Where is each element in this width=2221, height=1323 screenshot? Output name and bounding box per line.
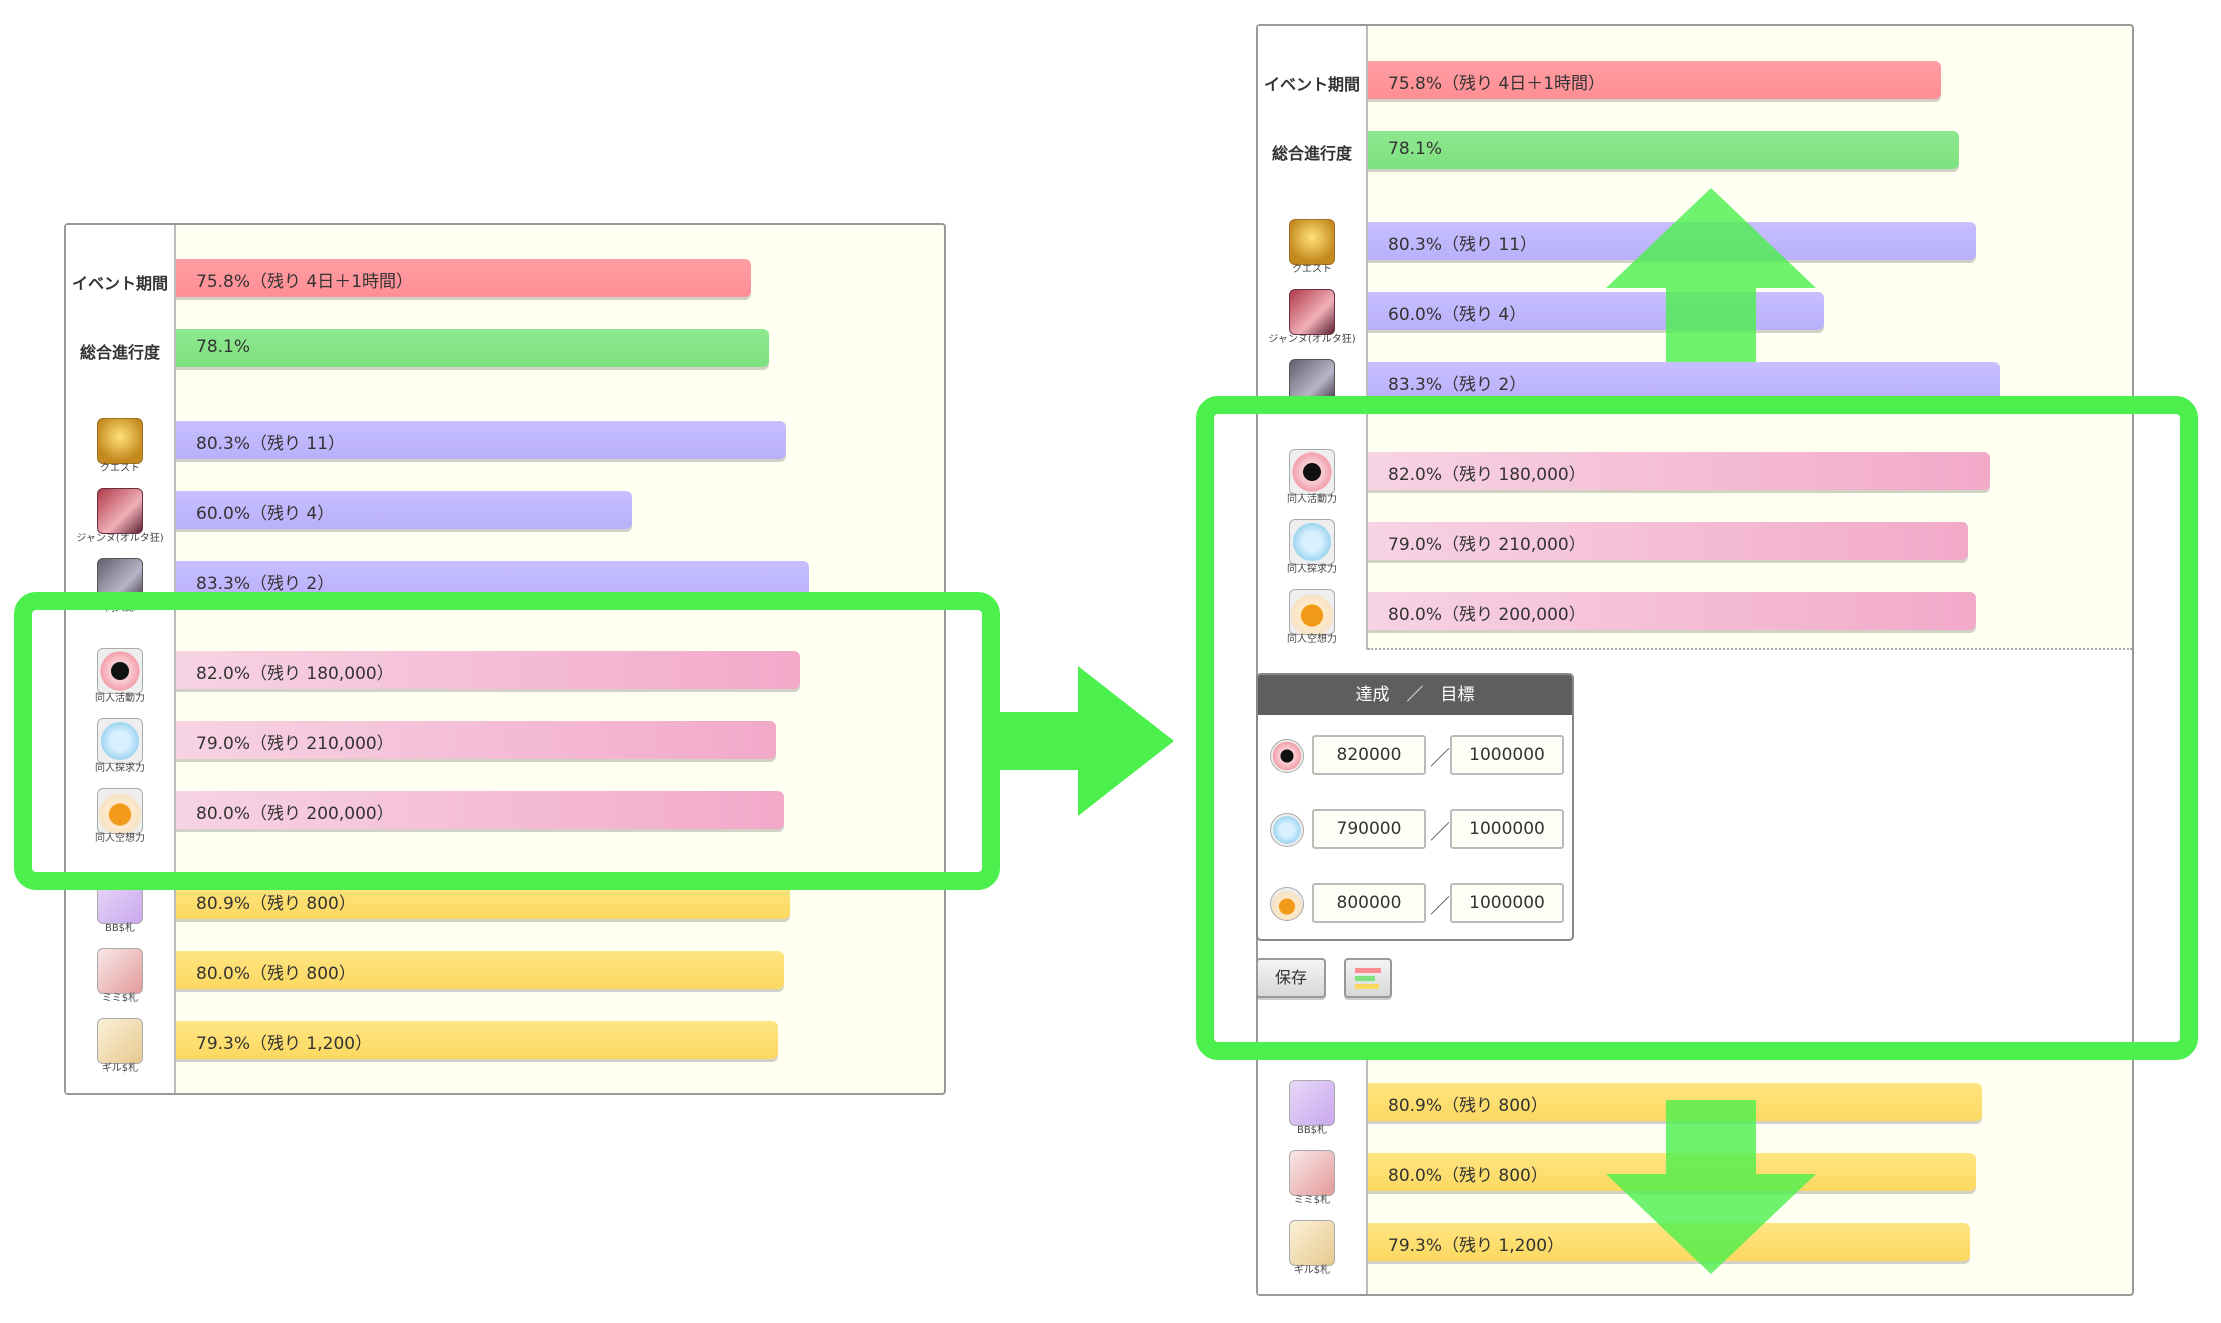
- progress-panel-before: イベント期間 75.8%（残り 4日＋1時間） 総合進行度 78.1% クエスト…: [64, 223, 946, 1095]
- drive-goal-input[interactable]: 1000000: [1450, 735, 1564, 775]
- explore-value: 79.0%（残り 210,000）: [196, 734, 394, 754]
- gil-ticket-icon: [1289, 1220, 1335, 1266]
- imagine-caption: 同人空想力: [95, 833, 145, 844]
- drive-current-input[interactable]: 820000: [1312, 735, 1426, 775]
- event-period-value: 75.8%（残り 4日＋1時間）: [196, 272, 414, 292]
- jeanne-value: 60.0%（残り 4）: [1388, 305, 1527, 325]
- drive-bar: 82.0%（残り 180,000）: [176, 651, 800, 689]
- event-period-label: イベント期間: [1263, 75, 1360, 94]
- explore-point-icon: [1289, 519, 1335, 565]
- arrow-right-icon: [990, 666, 1174, 816]
- quest-bar: 80.3%（残り 11）: [176, 421, 786, 459]
- drive-caption: 同人活動力: [1287, 494, 1337, 505]
- grail-quest-icon: [97, 418, 143, 464]
- explore-bar: 79.0%（残り 210,000）: [1368, 522, 1968, 560]
- mimi-bar: 80.0%（残り 800）: [176, 951, 784, 989]
- imagine-value: 80.0%（残り 200,000）: [1388, 605, 1586, 625]
- member-bar: 83.3%（残り 2）: [1368, 362, 2000, 400]
- progress-panel-after: イベント期間 75.8%（残り 4日＋1時間） 総合進行度 78.1% クエスト…: [1256, 24, 2134, 1296]
- quest-caption: クエスト: [1292, 264, 1332, 275]
- total-progress-value: 78.1%: [1388, 139, 1443, 159]
- explore-goal-input[interactable]: 1000000: [1450, 809, 1564, 849]
- imagine-current-input[interactable]: 800000: [1312, 883, 1426, 923]
- quest-value: 80.3%（残り 11）: [196, 434, 346, 454]
- jeanne-bar: 60.0%（残り 4）: [176, 491, 632, 529]
- bb-caption: BB$札: [104, 923, 136, 934]
- jeanne-servant-icon: [1289, 289, 1335, 335]
- total-progress-value: 78.1%: [196, 337, 251, 357]
- member-value: 83.3%（残り 2）: [196, 574, 335, 594]
- imagine-bar: 80.0%（残り 200,000）: [1368, 592, 1976, 630]
- jeanne-caption: ジャンヌ(オルタ狂): [76, 533, 164, 544]
- mimi-ticket-icon: [1289, 1150, 1335, 1196]
- drive-point-icon: [1289, 449, 1335, 495]
- quest-value: 80.3%（残り 11）: [1388, 235, 1538, 255]
- mimi-caption: ミミ$札: [101, 993, 139, 1004]
- imagine-point-icon: [1289, 589, 1335, 635]
- imagine-bar: 80.0%（残り 200,000）: [176, 791, 784, 829]
- event-period-value: 75.8%（残り 4日＋1時間）: [1388, 74, 1606, 94]
- explore-current-input[interactable]: 790000: [1312, 809, 1426, 849]
- gil-bar: 79.3%（残り 1,200）: [176, 1021, 778, 1059]
- member-value: 83.3%（残り 2）: [1388, 375, 1527, 395]
- quest-caption: クエスト: [100, 463, 140, 474]
- jeanne-caption: ジャンヌ(オルタ狂): [1268, 334, 1356, 345]
- explore-caption: 同人探求力: [95, 763, 145, 774]
- arrow-up-icon: [1606, 188, 1816, 362]
- mimi-value: 80.0%（残り 800）: [196, 964, 356, 984]
- drive-bar: 82.0%（残り 180,000）: [1368, 452, 1990, 490]
- highlight-frame-left: [14, 592, 1000, 890]
- total-progress-bar: 78.1%: [176, 329, 769, 367]
- drive-value: 82.0%（残り 180,000）: [1388, 465, 1586, 485]
- explore-value: 79.0%（残り 210,000）: [1388, 535, 1586, 555]
- gil-ticket-icon: [97, 1018, 143, 1064]
- event-period-bar: 75.8%（残り 4日＋1時間）: [176, 259, 751, 297]
- mimi-ticket-icon: [97, 948, 143, 994]
- drive-mini-icon: [1270, 739, 1304, 773]
- jeanne-servant-icon: [97, 488, 143, 534]
- bb-value: 80.9%（残り 800）: [196, 894, 356, 914]
- gil-caption: ギル$札: [1293, 1265, 1331, 1276]
- highlight-frame-right: [1196, 396, 2198, 1060]
- explore-mini-icon: [1270, 813, 1304, 847]
- event-period-label: イベント期間: [71, 274, 168, 293]
- total-progress-bar: 78.1%: [1368, 131, 1959, 169]
- bb-value: 80.9%（残り 800）: [1388, 1096, 1548, 1116]
- drive-point-icon: [97, 648, 143, 694]
- event-period-bar: 75.8%（残り 4日＋1時間）: [1368, 61, 1941, 99]
- total-progress-label: 総合進行度: [79, 343, 160, 362]
- explore-point-icon: [97, 718, 143, 764]
- separator: ／: [1430, 820, 1450, 844]
- bar-chart-icon: [1355, 968, 1381, 989]
- bar-chart-toggle-button[interactable]: [1344, 958, 1392, 998]
- target-editor: 達成 ／ 目標 820000 ／ 1000000 790000 ／ 100000…: [1256, 673, 1574, 941]
- bb-caption: BB$札: [1296, 1125, 1328, 1136]
- jeanne-value: 60.0%（残り 4）: [196, 504, 335, 524]
- explore-bar: 79.0%（残り 210,000）: [176, 721, 776, 759]
- bb-ticket-icon: [1289, 1080, 1335, 1126]
- explore-caption: 同人探求力: [1287, 564, 1337, 575]
- imagine-mini-icon: [1270, 887, 1304, 921]
- imagine-value: 80.0%（残り 200,000）: [196, 804, 394, 824]
- arrow-down-icon: [1606, 1100, 1816, 1274]
- separator: ／: [1430, 746, 1450, 770]
- imagine-point-icon: [97, 788, 143, 834]
- gil-value: 79.3%（残り 1,200）: [196, 1034, 373, 1054]
- imagine-goal-input[interactable]: 1000000: [1450, 883, 1564, 923]
- mimi-caption: ミミ$札: [1293, 1195, 1331, 1206]
- mimi-value: 80.0%（残り 800）: [1388, 1166, 1548, 1186]
- drive-value: 82.0%（残り 180,000）: [196, 664, 394, 684]
- target-editor-header: 達成 ／ 目標: [1258, 675, 1572, 715]
- imagine-caption: 同人空想力: [1287, 634, 1337, 645]
- section-divider: [1368, 648, 2132, 650]
- drive-caption: 同人活動力: [95, 693, 145, 704]
- gil-caption: ギル$札: [101, 1063, 139, 1074]
- gil-value: 79.3%（残り 1,200）: [1388, 1236, 1565, 1256]
- total-progress-label: 総合進行度: [1271, 144, 1352, 163]
- save-button[interactable]: 保存: [1256, 958, 1326, 998]
- separator: ／: [1430, 894, 1450, 918]
- grail-quest-icon: [1289, 219, 1335, 265]
